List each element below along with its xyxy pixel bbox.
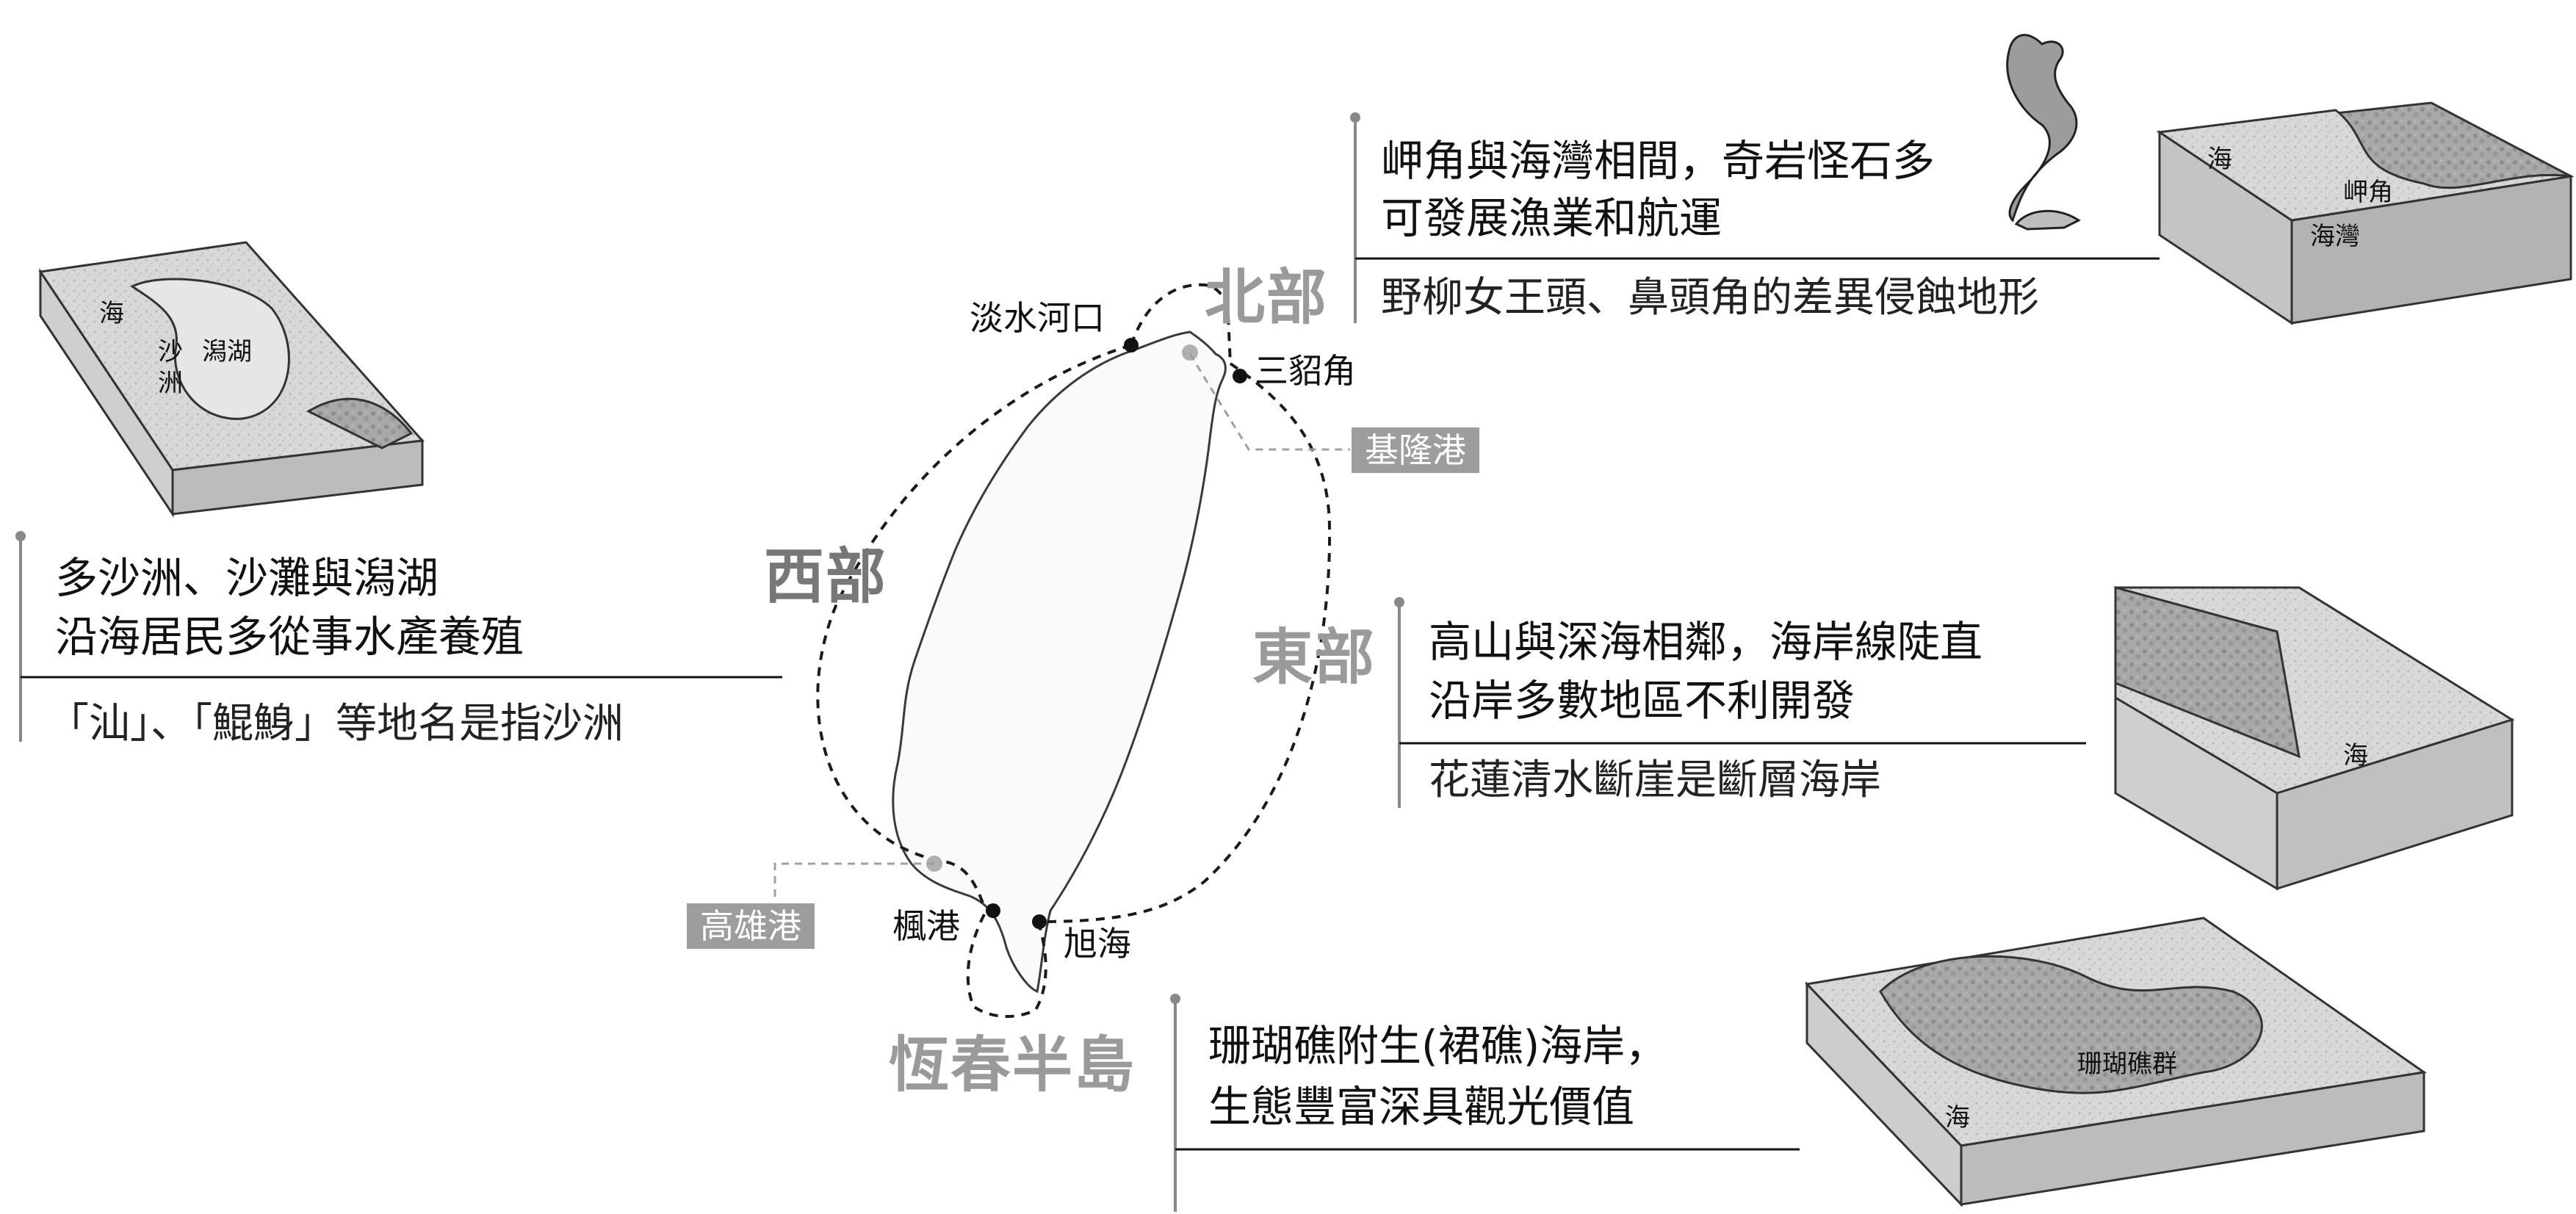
region-north-label: 北部 (1205, 263, 1329, 333)
south-terrain-block (1804, 917, 2427, 1207)
port-kaohsiung: 高雄港 (687, 903, 815, 949)
keelung-dot (1182, 344, 1198, 361)
taiwan-island-outline (892, 330, 1227, 994)
north-region-outline (1130, 283, 1232, 364)
kaohsiung-leader (773, 862, 934, 902)
east-block-sea-label: 海 (2343, 741, 2368, 770)
region-west-label: 西部 (764, 542, 888, 612)
east-example: 花蓮清水斷崖是斷層海岸 (1429, 756, 1881, 804)
port-keelung: 基隆港 (1352, 427, 1479, 473)
west-region-outline (816, 344, 1132, 908)
keelung-leader (1188, 353, 1350, 451)
region-east-label: 東部 (1252, 623, 1377, 693)
west-line2: 沿海居民多從事水產養殖 (55, 612, 524, 662)
tamsui-dot (1124, 338, 1139, 353)
south-block-reef-label: 珊瑚礁群 (2077, 1049, 2177, 1079)
west-example: 「汕」、「鯤鯓」等地名是指沙洲 (48, 700, 624, 748)
place-fenggang: 楓港 (892, 906, 960, 946)
north-block-sea-label: 海 (2207, 145, 2232, 174)
north-block-cape-label: 岬角 (2343, 178, 2393, 207)
north-block-bay-label: 海灣 (2310, 222, 2360, 251)
region-hengchun-label: 恆春半島 (889, 1030, 1136, 1100)
place-sandiao: 三貂角 (1255, 351, 1356, 391)
place-tamsui: 淡水河口 (970, 298, 1105, 338)
west-block-sea-label: 海 (99, 299, 124, 328)
south-line2: 生態豐富深具觀光價值 (1208, 1082, 1635, 1132)
east-region-outline (1039, 362, 1332, 923)
east-line1: 高山與深海相鄰，海岸線陡直 (1429, 617, 1983, 667)
west-block-lagoon-label: 潟湖 (202, 337, 252, 366)
fenggang-dot (986, 903, 1000, 918)
west-block-sandbar-2: 洲 (158, 369, 183, 398)
sandiao-dot (1233, 369, 1247, 383)
north-terrain-block (2156, 101, 2575, 325)
north-line1: 岬角與海灣相間，奇岩怪石多 (1381, 136, 1935, 186)
east-terrain-block (2114, 586, 2515, 891)
place-xuhai: 旭海 (1064, 924, 1131, 964)
west-line1: 多沙洲、沙灘與潟湖 (55, 553, 439, 603)
north-line2: 可發展漁業和航運 (1381, 193, 1722, 243)
west-terrain-block (38, 241, 425, 518)
east-line2: 沿岸多數地區不利開發 (1429, 676, 1855, 726)
xuhai-dot (1032, 914, 1047, 929)
queens-head-rock (2006, 34, 2081, 231)
north-example: 野柳女王頭、鼻頭角的差異侵蝕地形 (1381, 274, 2039, 322)
west-block-sandbar-1: 沙 (158, 337, 183, 366)
south-block-sea-label: 海 (1945, 1103, 1970, 1132)
south-line1: 珊瑚礁附生(裙礁)海岸， (1208, 1021, 1668, 1071)
